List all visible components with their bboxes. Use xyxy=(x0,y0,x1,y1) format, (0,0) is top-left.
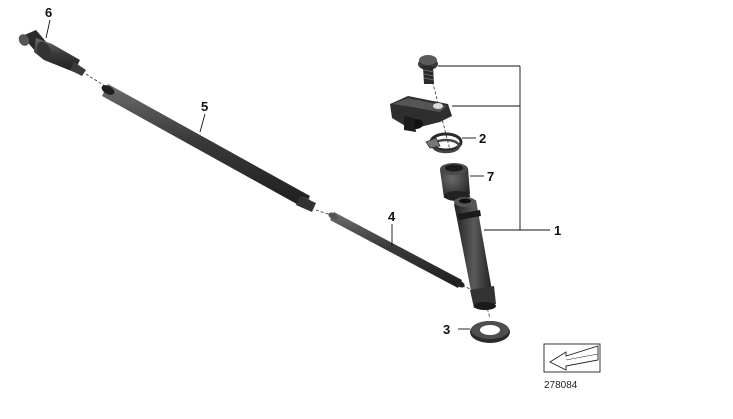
callout-4: 4 xyxy=(388,209,396,224)
callout-3: 3 xyxy=(443,322,450,337)
part-1-bracket xyxy=(390,96,452,132)
part-6-connector xyxy=(18,30,86,76)
part-1-shaft xyxy=(454,197,496,310)
direction-arrow-icon xyxy=(543,343,601,373)
callout-1: 1 xyxy=(554,223,561,238)
part-2-spring xyxy=(425,132,463,154)
part-1-screw xyxy=(418,55,438,84)
callout-7: 7 xyxy=(487,169,494,184)
part-3-washer xyxy=(470,321,510,343)
part-4-rod xyxy=(328,212,465,288)
diagram-number: 278084 xyxy=(544,380,578,391)
callout-5: 5 xyxy=(201,99,208,114)
part-5-hose xyxy=(101,84,316,212)
leader-lines xyxy=(45,19,550,330)
part-7-sleeve xyxy=(440,163,470,201)
callout-2: 2 xyxy=(479,131,486,146)
callout-6: 6 xyxy=(45,5,52,20)
